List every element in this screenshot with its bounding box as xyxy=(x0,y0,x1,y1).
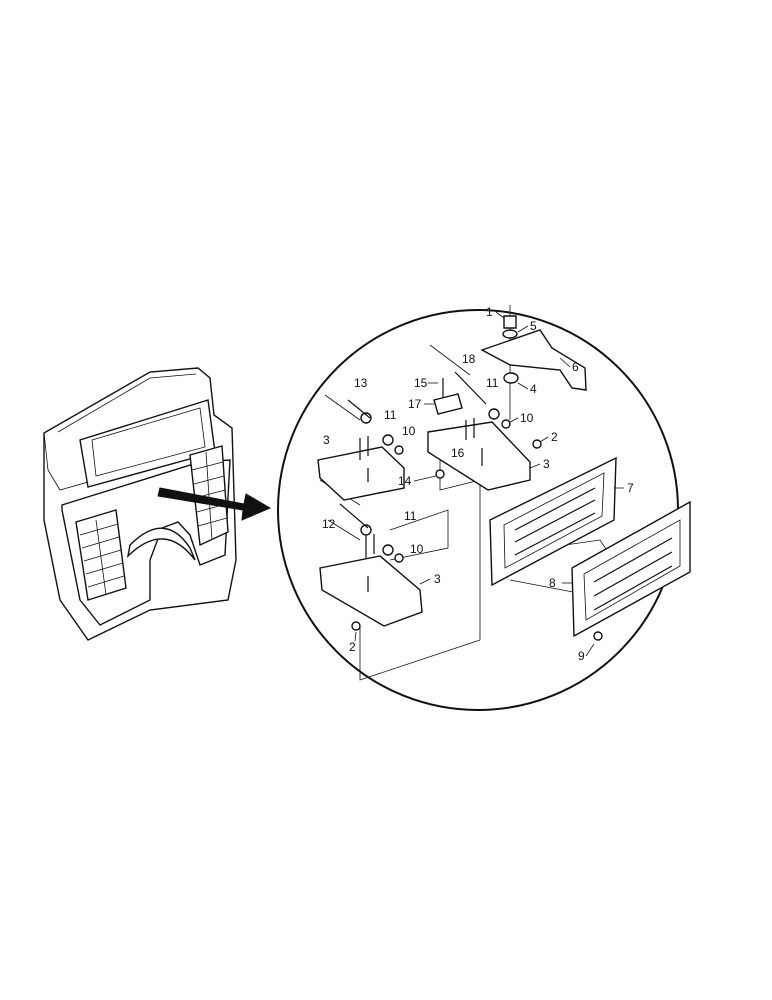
callout-13: 13 xyxy=(354,376,368,390)
callout-6: 6 xyxy=(572,360,579,374)
detail-arrow xyxy=(157,487,272,521)
callout-labels: 1 5 6 18 15 11 4 17 10 13 11 10 2 3 16 3… xyxy=(322,305,634,663)
callout-8: 8 xyxy=(549,576,556,590)
callout-2: 2 xyxy=(551,430,558,444)
callout-11: 11 xyxy=(486,376,499,390)
callout-16: 16 xyxy=(451,446,465,460)
detail-circle xyxy=(277,309,679,711)
callout-4: 4 xyxy=(530,382,537,396)
callout-10: 10 xyxy=(402,424,416,438)
callout-17: 17 xyxy=(408,397,422,411)
callout-12: 12 xyxy=(322,517,336,531)
callout-3: 3 xyxy=(323,433,330,447)
left-vent-grille xyxy=(75,509,127,601)
right-vent-grille xyxy=(189,445,229,547)
callout-7: 7 xyxy=(627,481,634,495)
callout-15: 15 xyxy=(414,376,428,390)
grille-7 xyxy=(489,456,617,587)
callout-14: 14 xyxy=(398,474,412,488)
callout-18: 18 xyxy=(462,352,476,366)
callout-2: 2 xyxy=(349,640,356,654)
callout-5: 5 xyxy=(530,319,537,333)
callout-10: 10 xyxy=(520,411,534,425)
callout-leaders xyxy=(354,311,624,657)
detail-parts xyxy=(317,305,691,681)
grille-8 xyxy=(571,500,691,638)
callout-3: 3 xyxy=(543,457,550,471)
callout-10: 10 xyxy=(410,542,424,556)
callout-9: 9 xyxy=(578,649,585,663)
callout-3: 3 xyxy=(434,572,441,586)
callout-11: 11 xyxy=(404,509,417,523)
callout-11: 11 xyxy=(384,408,397,422)
callout-1: 1 xyxy=(486,305,493,319)
